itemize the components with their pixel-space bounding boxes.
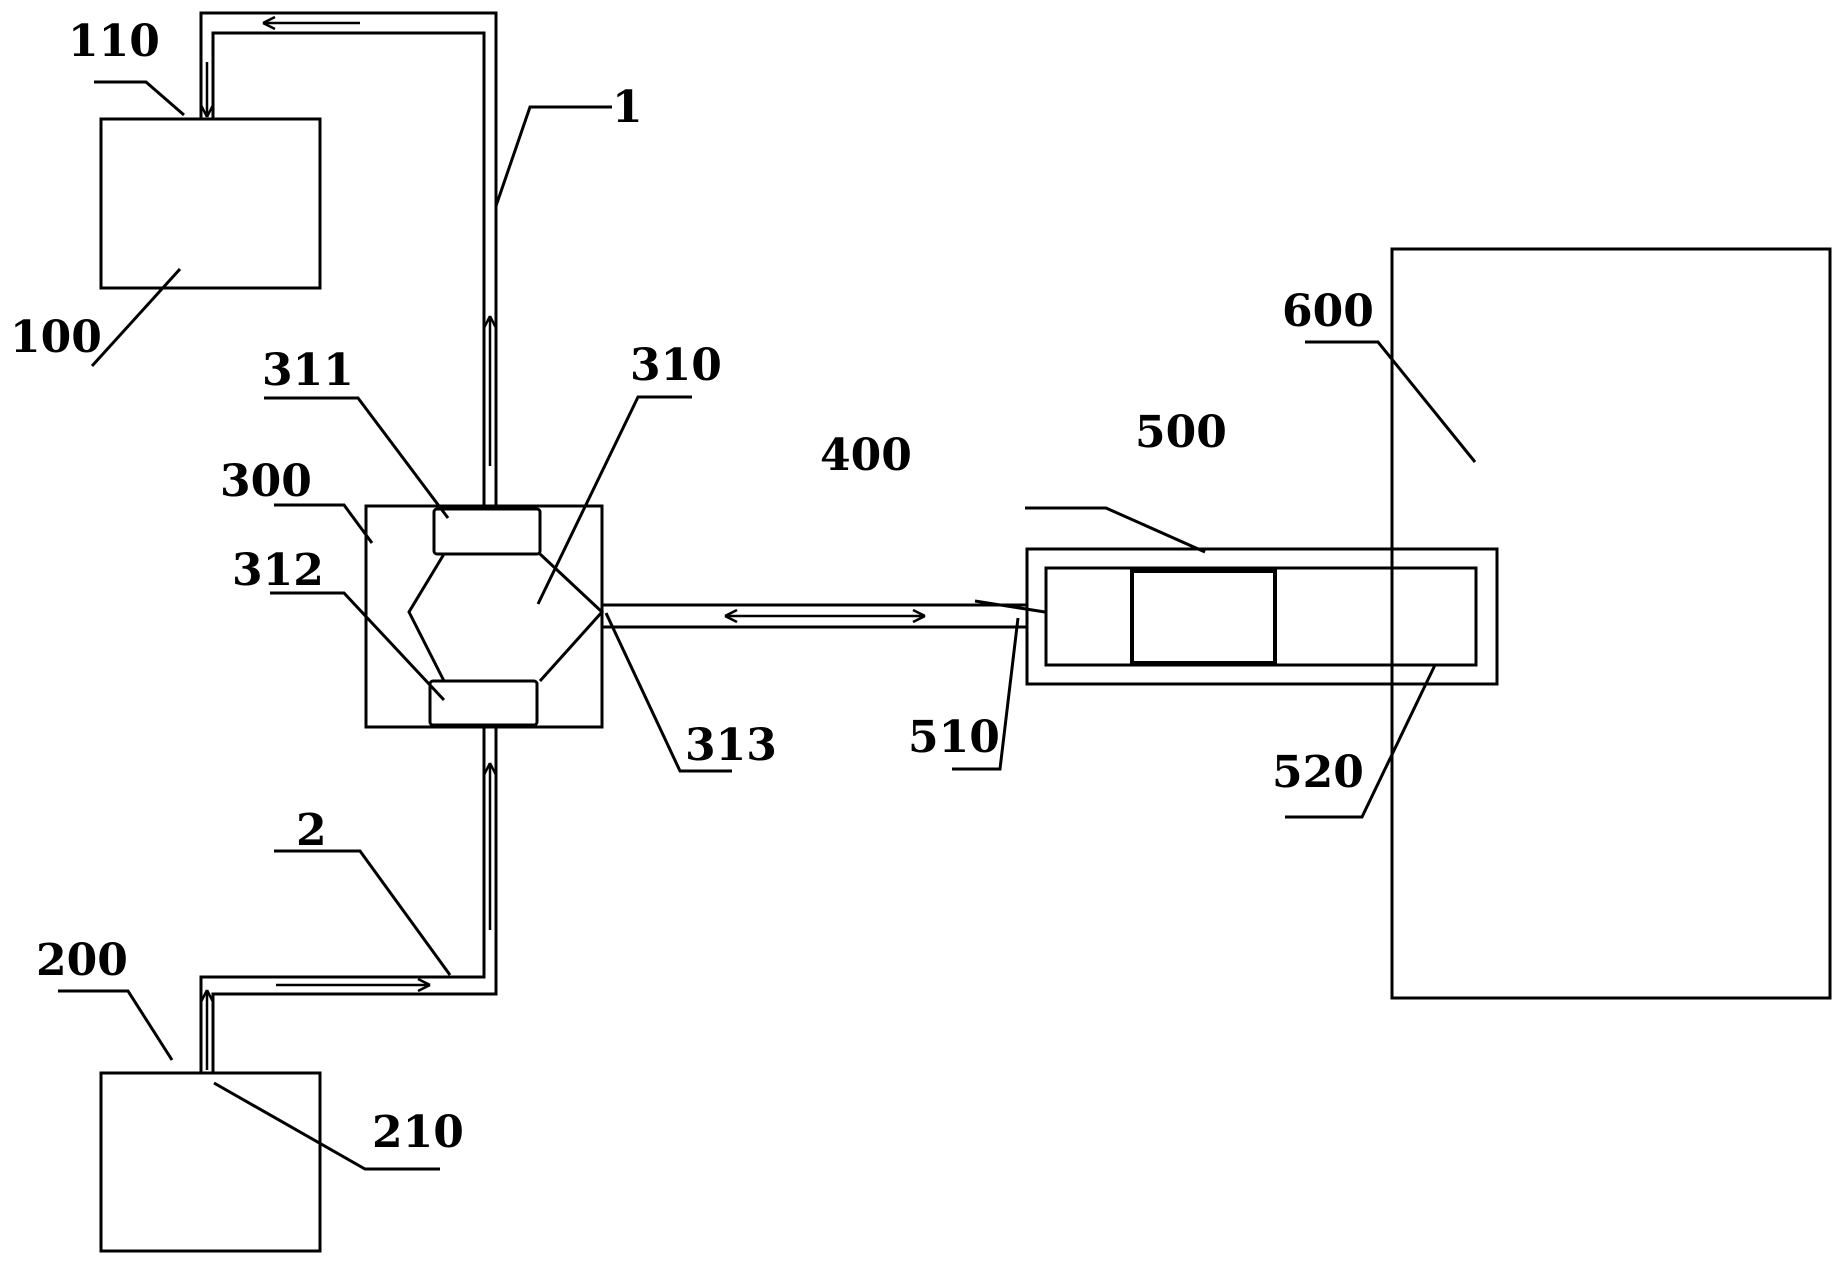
pipe-2	[199, 727, 498, 1073]
label-300: 300	[220, 456, 312, 507]
label-210: 210	[372, 1107, 464, 1158]
valve-block-300	[364, 504, 605, 729]
label-200: 200	[36, 935, 128, 986]
label-100: 100	[10, 312, 102, 363]
label-310: 310	[630, 340, 722, 391]
port-312	[428, 679, 539, 727]
port-311	[432, 507, 542, 556]
label-312: 312	[232, 545, 324, 596]
label-1: 1	[612, 82, 643, 133]
component-200	[99, 1071, 322, 1253]
pipe-400	[602, 603, 1027, 629]
pipe-1	[199, 11, 498, 506]
component-100	[99, 117, 322, 290]
label-500: 500	[1135, 407, 1227, 458]
label-2: 2	[296, 805, 327, 856]
piston-510	[1130, 569, 1277, 665]
label-313: 313	[685, 720, 777, 771]
inner-sleeve-520	[1044, 566, 1478, 667]
cylinder-500	[1025, 547, 1499, 686]
label-510: 510	[908, 712, 1000, 763]
label-311: 311	[262, 345, 354, 396]
label-520: 520	[1272, 747, 1364, 798]
component-600	[1390, 247, 1832, 1000]
label-600: 600	[1282, 286, 1374, 337]
label-400: 400	[820, 430, 912, 481]
chamber-310	[407, 552, 605, 683]
leader-lines	[58, 80, 1477, 1171]
label-110: 110	[68, 16, 160, 67]
